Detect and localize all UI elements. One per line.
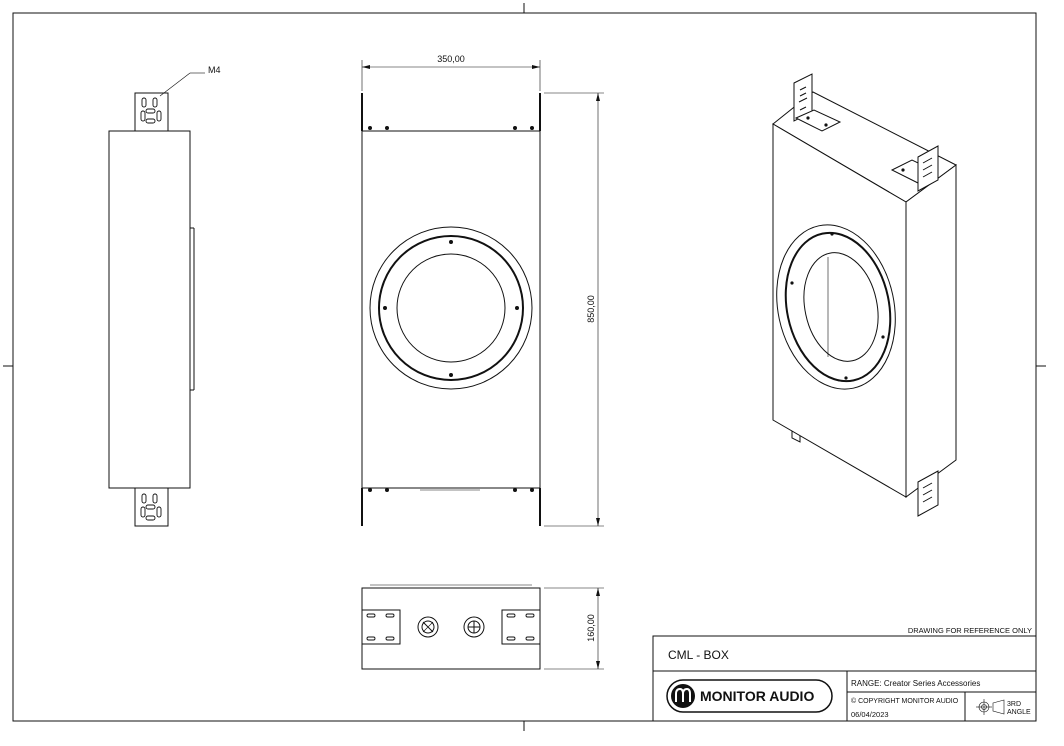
title-block-frame — [652, 635, 1037, 722]
projection-label-line1: 3RD — [1007, 701, 1021, 708]
reference-note: DRAWING FOR REFERENCE ONLY — [908, 626, 1032, 635]
bottom-view — [361, 584, 541, 670]
depth-dimension — [544, 587, 604, 670]
third-angle-projection-icon — [976, 699, 1005, 715]
front-view — [361, 93, 541, 526]
m4-callout-label: M4 — [208, 65, 221, 75]
projection-label-line2: ANGLE — [1007, 709, 1031, 716]
depth-dimension-label: 160,00 — [586, 614, 596, 642]
range-text: RANGE: Creator Series Accessories — [851, 679, 980, 688]
drawing-title: CML - BOX — [668, 648, 729, 662]
centre-marks — [3, 3, 1046, 731]
height-dimension-label: 850,00 — [586, 295, 596, 323]
side-view — [108, 72, 205, 527]
monitor-audio-logo: MONITOR AUDIO — [666, 679, 833, 713]
copyright-text: © COPYRIGHT MONITOR AUDIO — [851, 697, 959, 705]
width-dimension-label: 350,00 — [437, 54, 465, 64]
width-dimension — [361, 60, 541, 91]
isometric-view — [772, 73, 957, 517]
height-dimension — [544, 92, 604, 527]
date-text: 06/04/2023 — [851, 710, 889, 719]
brand-name: MONITOR AUDIO — [700, 688, 814, 704]
